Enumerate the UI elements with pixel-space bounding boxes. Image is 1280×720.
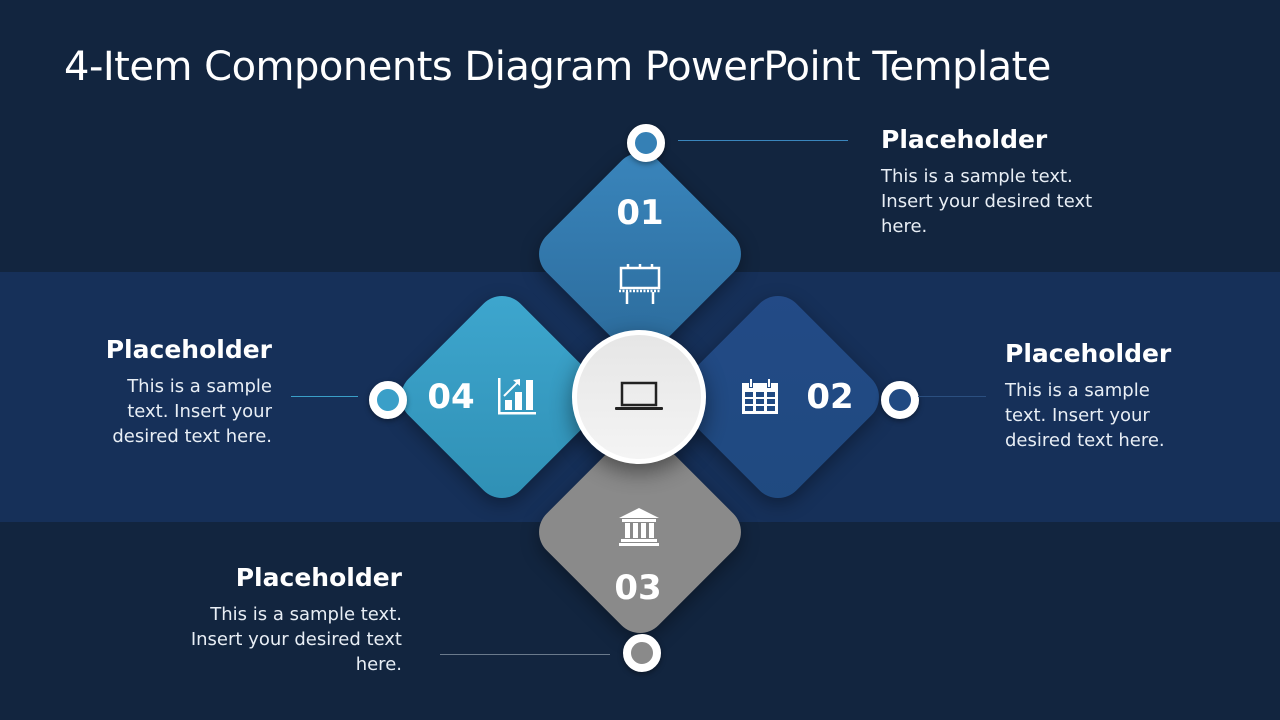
text-block-04: Placeholder This is a sample text. Inser… <box>92 335 272 449</box>
bar-chart-icon <box>498 378 536 415</box>
connector-dot-03 <box>623 634 661 672</box>
calendar-icon <box>742 379 778 414</box>
text-block-01: Placeholder This is a sample text. Inser… <box>881 125 1121 239</box>
heading-02: Placeholder <box>1005 339 1172 368</box>
description-03: This is a sample text. Insert your desir… <box>190 604 402 675</box>
heading-04: Placeholder <box>105 335 272 364</box>
center-hub <box>572 330 706 464</box>
text-block-03: Placeholder This is a sample text. Inser… <box>162 563 402 677</box>
connector-line-03 <box>440 654 610 655</box>
number-03: 03 <box>614 568 662 608</box>
description-04: This is a sample text. Insert your desir… <box>112 376 272 447</box>
connector-line-01 <box>678 140 848 141</box>
text-block-02: Placeholder This is a sample text. Inser… <box>1005 339 1190 453</box>
laptop-icon <box>615 381 663 410</box>
description-01: This is a sample text. Insert your desir… <box>881 166 1093 237</box>
connector-line-02 <box>918 396 986 397</box>
description-02: This is a sample text. Insert your desir… <box>1005 380 1165 451</box>
number-04: 04 <box>427 377 475 417</box>
connector-dot-02 <box>881 381 919 419</box>
connector-line-04 <box>291 396 358 397</box>
heading-01: Placeholder <box>881 125 1048 154</box>
slide-title: 4-Item Components Diagram PowerPoint Tem… <box>64 44 1051 90</box>
connector-dot-04 <box>369 381 407 419</box>
heading-03: Placeholder <box>235 563 402 592</box>
bank-icon <box>619 508 659 546</box>
number-02: 02 <box>806 377 854 417</box>
number-01: 01 <box>616 193 664 233</box>
billboard-icon <box>619 264 661 304</box>
connector-dot-01 <box>627 124 665 162</box>
